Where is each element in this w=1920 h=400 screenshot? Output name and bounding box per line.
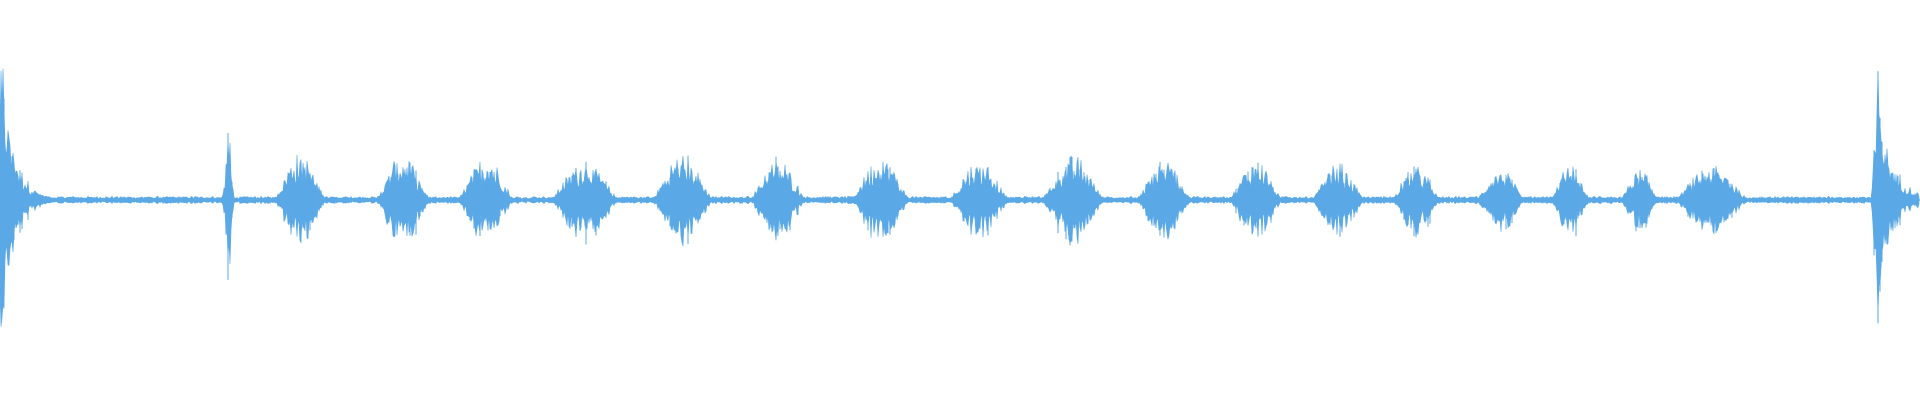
waveform-shape (0, 68, 1920, 327)
